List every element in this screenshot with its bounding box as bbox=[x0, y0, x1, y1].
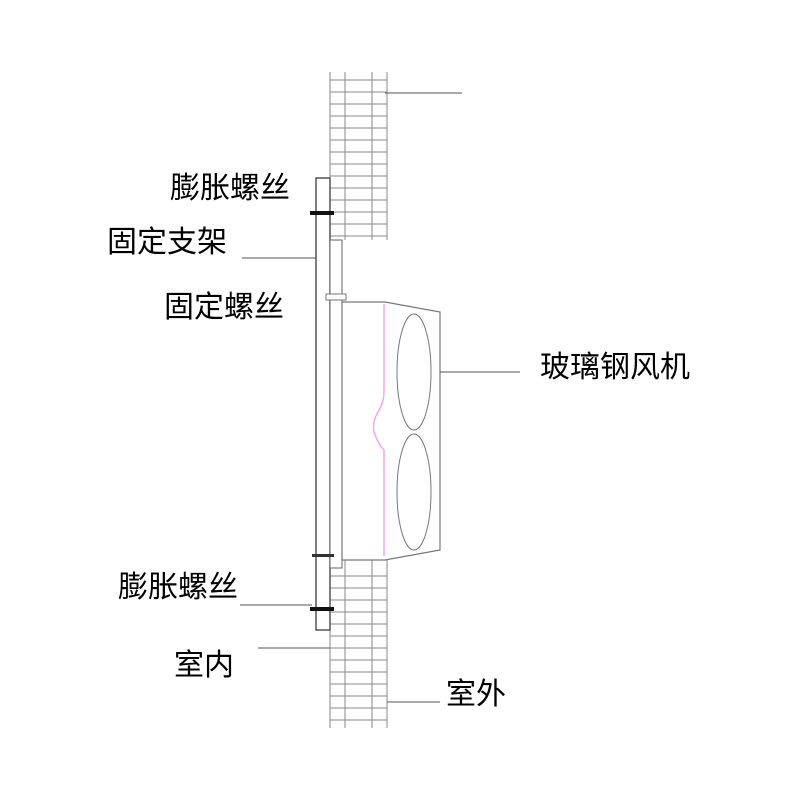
wall-lower bbox=[330, 560, 388, 728]
fixed-bracket bbox=[315, 177, 331, 631]
label-indoor: 室内 bbox=[174, 648, 234, 683]
expansion-screw-bottom-mark bbox=[310, 607, 334, 611]
wall-upper bbox=[330, 72, 388, 240]
label-fixing-screw: 固定螺丝 bbox=[164, 290, 284, 325]
label-outdoor: 室外 bbox=[446, 677, 506, 712]
expansion-screw-top-mark bbox=[310, 211, 334, 215]
label-expansion-screw-bottom: 膨胀螺丝 bbox=[118, 570, 238, 605]
mounting-plate bbox=[329, 239, 343, 569]
fixing-screw-tab bbox=[325, 293, 347, 301]
fan-blade-upper bbox=[396, 313, 432, 431]
label-fan: 玻璃钢风机 bbox=[540, 350, 690, 385]
label-fixed-bracket: 固定支架 bbox=[107, 225, 227, 260]
fan-blade-lower bbox=[396, 433, 432, 551]
label-expansion-screw-top: 膨胀螺丝 bbox=[170, 171, 290, 206]
fan-accent-curve bbox=[372, 304, 385, 556]
leader-lines bbox=[240, 92, 520, 703]
bracket-clip-lower bbox=[312, 554, 334, 557]
